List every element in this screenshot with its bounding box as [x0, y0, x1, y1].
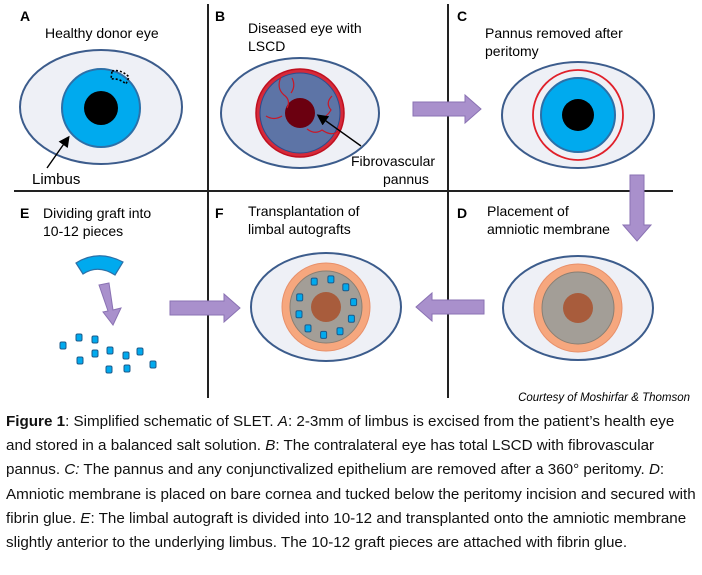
panel-b-title-line2: LSCD — [248, 38, 285, 54]
panel-b-letter: B — [215, 8, 225, 24]
caption-segment: The pannus and any conjunctivalized epit… — [79, 461, 649, 479]
graft-piece — [136, 347, 144, 356]
caption-segment: A — [277, 413, 288, 430]
caption-segment: : 2-3mm of limbus is excised from the pa… — [6, 413, 675, 455]
graft-piece — [320, 330, 328, 339]
fibrovascular-vessels — [265, 76, 339, 135]
slet-schematic: A Healthy donor eye Limbus B Diseased ey… — [14, 4, 690, 404]
graft-piece — [342, 283, 350, 292]
graft-piece — [149, 360, 157, 369]
transplanted-graft-pieces — [295, 275, 358, 339]
caption-segment: C: — [64, 461, 80, 479]
panel-f-title-line1: Transplantation of — [248, 203, 360, 219]
panel-a-letter: A — [20, 8, 30, 24]
panel-c-title-line1: Pannus removed after — [485, 25, 623, 41]
arrow-c-to-d — [621, 174, 653, 242]
pupil — [562, 99, 594, 131]
caption-segment: : The contralateral eye has total LSCD w… — [6, 437, 655, 479]
panel-e: E Dividing graft into 10-12 pieces — [20, 205, 157, 374]
graft-piece — [310, 277, 318, 286]
graft-piece — [106, 346, 114, 355]
credit-text: Courtesy of Moshirfar & Thomson — [518, 392, 690, 404]
panel-a: A Healthy donor eye Limbus — [19, 8, 183, 188]
panel-f: F Transplantation of limbal autografts — [215, 203, 402, 362]
panel-b-title-line1: Diseased eye with — [248, 20, 362, 36]
panel-f-letter: F — [215, 205, 224, 221]
panel-e-letter: E — [20, 205, 29, 221]
pannus-label-line1: Fibrovascular — [351, 153, 435, 169]
graft-piece — [296, 293, 304, 302]
arrow-d-to-f — [415, 291, 485, 323]
graft-piece — [336, 327, 344, 336]
graft-piece — [304, 324, 312, 333]
panel-d-title-line2: amniotic membrane — [487, 221, 610, 237]
limbus-label: Limbus — [32, 171, 80, 188]
pupil — [84, 91, 118, 125]
figure-caption: Figure 1: Simplified schematic of SLET. … — [6, 410, 696, 555]
graft-piece — [327, 275, 335, 284]
graft-piece — [75, 333, 83, 342]
central-cornea — [563, 293, 593, 323]
graft-piece — [59, 341, 67, 350]
arrow-e-to-f — [169, 292, 241, 324]
graft-piece — [91, 335, 99, 344]
peritomy-ring — [532, 69, 624, 161]
caption-segment: : The limbal autograft is divided into 1… — [6, 509, 687, 552]
caption-segment: E — [80, 509, 91, 527]
excised-limbus-outline — [110, 69, 130, 86]
panel-e-title-line2: 10-12 pieces — [43, 223, 123, 239]
pannus-pointer-arrow — [316, 114, 362, 147]
panel-a-title: Healthy donor eye — [45, 25, 159, 41]
panel-d-title-line1: Placement of — [487, 203, 569, 219]
panel-e-title-line1: Dividing graft into — [43, 205, 151, 221]
caption-body: : Simplified schematic of SLET. A: 2-3mm… — [6, 413, 696, 551]
graft-piece — [76, 356, 84, 365]
graft-piece — [295, 310, 303, 319]
graft-pieces — [59, 333, 157, 374]
limbus-pointer-arrow — [46, 135, 70, 169]
caption-segment: : Simplified schematic of SLET. — [65, 413, 278, 430]
panel-c: C Pannus removed after peritomy — [457, 8, 655, 169]
caption-lead: Figure 1 — [6, 413, 66, 430]
caption-segment: : Amniotic membrane is placed on bare co… — [6, 461, 696, 527]
graft-piece — [123, 364, 131, 373]
graft-piece — [347, 314, 355, 323]
panel-d: D Placement of amniotic membrane Courtes… — [457, 203, 690, 404]
graft-divide-arrow — [98, 282, 122, 326]
limbal-graft-arc — [75, 255, 124, 276]
graft-piece — [122, 351, 130, 360]
graft-piece — [91, 349, 99, 358]
panel-f-title-line2: limbal autografts — [248, 221, 351, 237]
caption-segment: D — [648, 461, 660, 479]
panel-c-title-line2: peritomy — [485, 43, 539, 59]
graft-piece — [350, 298, 358, 307]
opaque-pupil — [285, 98, 315, 128]
pannus-label-line2: pannus — [383, 171, 429, 187]
central-cornea — [311, 292, 341, 322]
graft-piece — [105, 365, 113, 374]
panel-c-letter: C — [457, 8, 467, 24]
caption-segment: B — [265, 437, 276, 455]
panel-b: B Diseased eye with LSCD Fibrovascular p… — [215, 8, 435, 187]
arrow-b-to-c — [412, 93, 482, 125]
panel-d-letter: D — [457, 205, 467, 221]
